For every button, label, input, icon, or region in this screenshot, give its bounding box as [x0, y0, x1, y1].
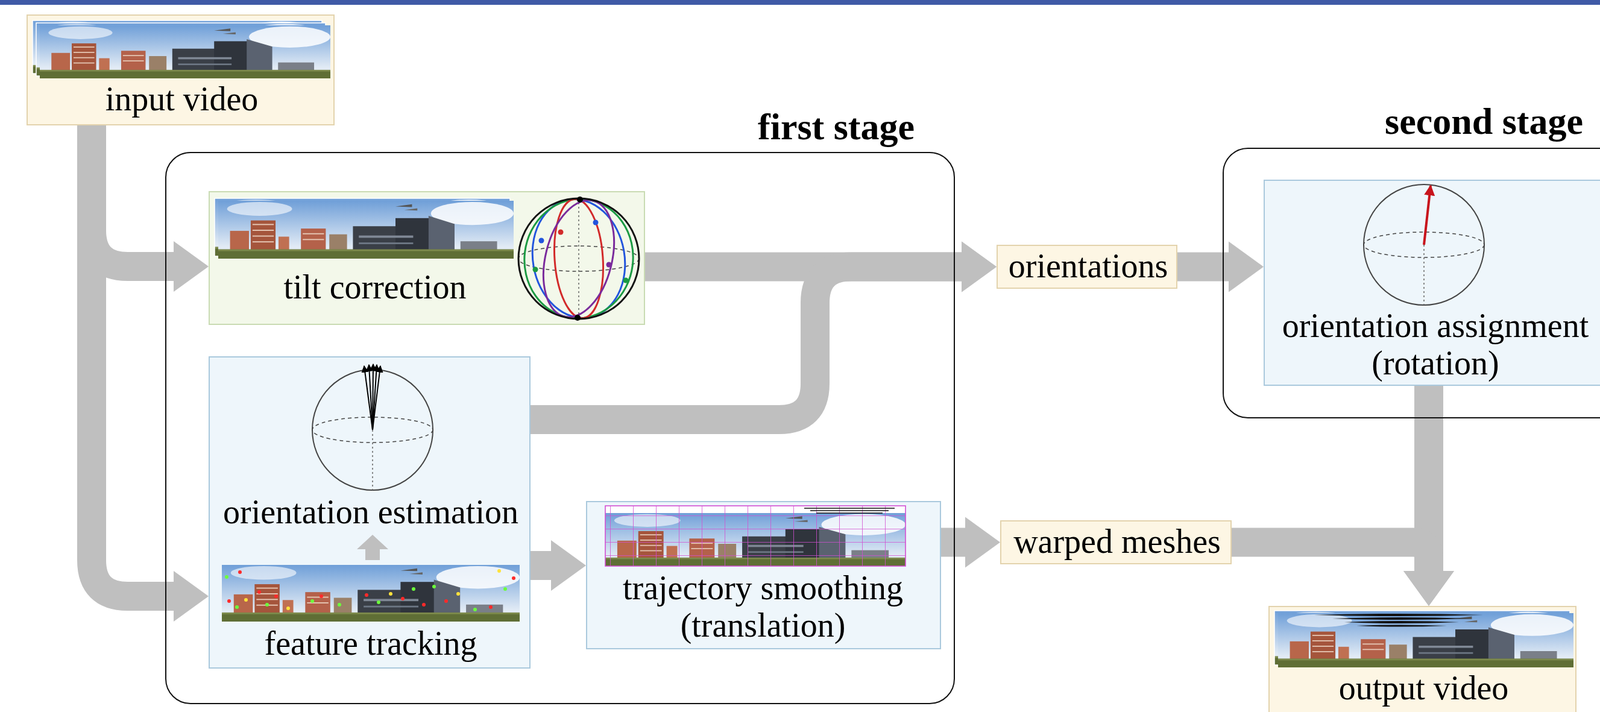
text-slot: orientation assignment (rotation) [1264, 307, 1600, 382]
node-label: warped meshes [1013, 523, 1221, 561]
stage-frame: first stage tilt correction orientation … [165, 151, 955, 705]
arrow-head [961, 241, 997, 293]
top-bar [0, 0, 1600, 5]
arrow-head [551, 540, 586, 591]
node-label: orientation assignment (rotation) [1264, 307, 1600, 382]
arrow-head [1403, 570, 1455, 606]
flow-arrow [1231, 542, 1455, 607]
arrow-head [1403, 570, 1455, 606]
flow-line [530, 551, 554, 580]
stage-heading: first stage [757, 106, 915, 148]
process-box: tilt correction [208, 191, 646, 325]
flow-arrow [91, 125, 209, 622]
orientation-sphere [312, 364, 433, 491]
stage-heading: second stage [1384, 100, 1584, 142]
tilt-sphere [517, 191, 641, 325]
feature-points [224, 569, 516, 612]
text-slot: input video [27, 80, 336, 119]
text-slot: orientations [997, 247, 1179, 286]
text-slot: second stage [1223, 100, 1584, 142]
node-label: orientation estimation [223, 493, 519, 532]
text-slot: trajectory smoothing (translation) [587, 569, 939, 644]
flow-arrow [530, 540, 586, 591]
process-box: orientation estimation feature tracking [208, 356, 531, 669]
text-slot: orientation estimation [209, 493, 532, 532]
arrow-head [961, 241, 997, 293]
arrow-head [1228, 241, 1264, 293]
text-slot: first stage [528, 106, 915, 148]
data-box: orientations [996, 244, 1178, 289]
stage-frame: second stage orientation assignment (rot… [1222, 147, 1600, 419]
data-box: warped meshes [1000, 520, 1232, 565]
inner-arrow [356, 534, 389, 561]
node-label: output video [1338, 669, 1509, 708]
text-slot: tilt correction [209, 268, 541, 307]
assignment-sphere [1363, 184, 1485, 306]
arrow-head [965, 517, 1001, 568]
text-slot: feature tracking [209, 625, 532, 663]
flow-line [1231, 542, 1429, 574]
input-video-box: input video [26, 14, 335, 126]
process-box: orientation assignment (rotation) [1263, 179, 1600, 386]
process-box: trajectory smoothing (translation) [585, 500, 942, 650]
tilt-illustration [209, 192, 647, 327]
arrow-head [173, 241, 209, 292]
node-label: orientations [1008, 247, 1168, 286]
flow-arrow [1177, 241, 1264, 293]
text-slot: output video [1269, 669, 1578, 708]
node-label: tilt correction [283, 268, 467, 307]
flow-arrow [941, 517, 1001, 568]
node-label: input video [105, 80, 259, 119]
node-label: feature tracking [264, 625, 478, 663]
output-video-box: output video [1268, 605, 1577, 712]
warp-lines [1314, 613, 1484, 627]
flow-arrow [1403, 385, 1455, 606]
flow-line [91, 125, 177, 597]
text-slot: warped meshes [1001, 523, 1233, 561]
flow-arrow [91, 125, 209, 292]
arrow-head [173, 570, 209, 622]
node-label: trajectory smoothing (translation) [587, 569, 939, 644]
